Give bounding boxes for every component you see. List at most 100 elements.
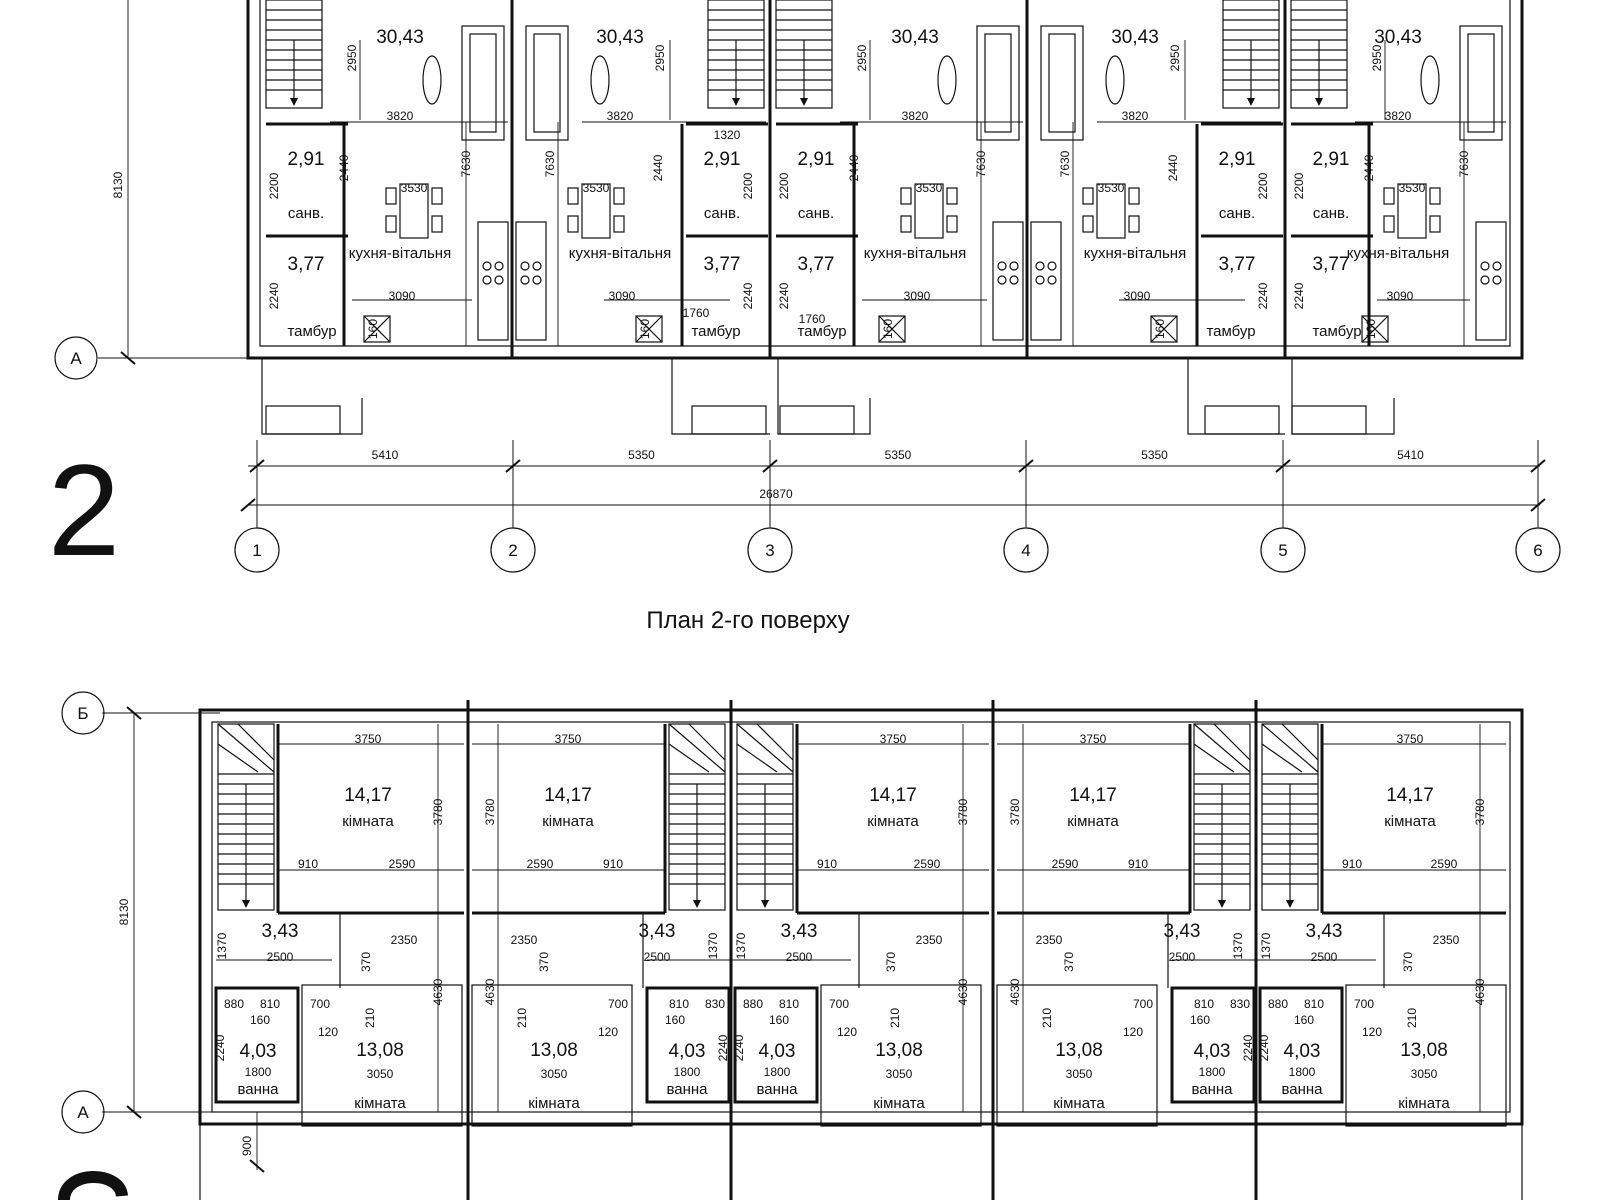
axis-label-col: 6 <box>1533 541 1542 560</box>
floor-2-units: 3750 14,17 кімната 3780 910 2590 3,43 2500 1370 2… <box>213 723 1507 1127</box>
stove-burner-icon <box>482 261 492 271</box>
mirror-icon <box>590 55 610 105</box>
label-vestibule: тамбур <box>1312 323 1361 340</box>
dim-2240: 2240 <box>732 1034 746 1061</box>
label-room1: кімната <box>1067 813 1119 830</box>
ventilation-shaft-icon <box>635 315 663 343</box>
room-walls <box>820 984 982 1127</box>
label-bath: санв. <box>288 205 324 222</box>
dim-bath-height: 2200 <box>267 172 281 199</box>
staircase-icon <box>668 723 726 911</box>
chair-icon <box>1383 187 1395 205</box>
dim-2350: 2350 <box>1433 933 1460 947</box>
stove-burner-icon <box>1035 275 1045 285</box>
dim-2590: 2590 <box>389 857 416 871</box>
dining-table-icon <box>1096 183 1126 239</box>
dim-room1-width: 3750 <box>1080 732 1107 746</box>
axis-marker-A <box>54 336 98 380</box>
area-hall: 3,43 <box>1164 921 1201 942</box>
axis-marker <box>490 527 536 573</box>
area-living: 30,43 <box>1374 27 1422 48</box>
label-vestibule: тамбур <box>287 323 336 340</box>
wardrobe-icon <box>1467 33 1495 133</box>
dim-hall-height: 1370 <box>1259 932 1273 959</box>
axis-label-col: 2 <box>508 541 517 560</box>
dim-small: 160 <box>1364 319 1378 339</box>
chair-icon <box>385 215 397 233</box>
dim-small: 160 <box>1153 319 1167 339</box>
dim-1800: 1800 <box>764 1065 791 1079</box>
dim-700: 700 <box>829 997 849 1011</box>
chair-icon <box>567 215 579 233</box>
stove-burner-icon <box>1035 261 1045 271</box>
dim-mid: 2440 <box>847 154 861 181</box>
area-bath: 4,03 <box>1194 1041 1231 1062</box>
stove-burner-icon <box>1492 261 1502 271</box>
dim-tick <box>762 459 778 473</box>
dim-hall-width: 2500 <box>267 950 294 964</box>
dim-160: 160 <box>1294 1013 1314 1027</box>
chair-icon <box>385 187 397 205</box>
dim-160: 160 <box>250 1013 270 1027</box>
dim-4630: 4630 <box>956 978 970 1005</box>
wardrobe-icon <box>469 33 497 133</box>
bath-walls <box>1170 986 1256 1104</box>
area-bath: 4,03 <box>759 1041 796 1062</box>
dim-3050: 3050 <box>886 1067 913 1081</box>
dim-wall: 3090 <box>389 289 416 303</box>
dim-910: 910 <box>298 857 318 871</box>
stove-burner-icon <box>1480 261 1490 271</box>
bath-walls <box>733 986 819 1104</box>
kitchen-counter-icon <box>1475 221 1507 341</box>
chair-icon <box>431 215 443 233</box>
dim-table: 3530 <box>401 181 428 195</box>
stove-burner-icon <box>1047 261 1057 271</box>
dim-hall-width: 2500 <box>786 950 813 964</box>
stove-burner-icon <box>1480 275 1490 285</box>
chair-icon <box>613 215 625 233</box>
label-bath: санв. <box>704 205 740 222</box>
axis-marker <box>1260 527 1306 573</box>
dim-room1-height: 3780 <box>483 798 497 825</box>
label-bath: санв. <box>798 205 834 222</box>
mirror-icon <box>1420 55 1440 105</box>
floor-1-height-dimension: 8130 <box>111 171 125 198</box>
chair-icon <box>1082 187 1094 205</box>
axis-label-col: 1 <box>252 541 261 560</box>
dim-2590: 2590 <box>527 857 554 871</box>
axis-marker <box>1515 527 1561 573</box>
chair-icon <box>1128 187 1140 205</box>
dim-table: 3530 <box>583 181 610 195</box>
dim-120: 120 <box>1362 1025 1382 1039</box>
floor-1-unit: 30,43382029503530кухня-вітальня309076302… <box>1290 0 1507 346</box>
wardrobe-icon <box>1459 25 1503 141</box>
dim-2240: 2240 <box>716 1034 730 1061</box>
axis-label-row-A2: А <box>77 1103 89 1122</box>
area-room1: 14,17 <box>544 785 592 806</box>
dim-stair: 2950 <box>653 44 667 71</box>
label-bath: ванна <box>756 1081 798 1098</box>
dim-210: 210 <box>1040 1008 1054 1028</box>
kitchen-counter-icon <box>477 221 509 341</box>
chair-icon <box>1429 215 1441 233</box>
dim-910: 910 <box>1342 857 1362 871</box>
chair-icon <box>1429 187 1441 205</box>
label-room1: кімната <box>542 813 594 830</box>
dim-small: 160 <box>366 319 380 339</box>
area-room2: 13,08 <box>875 1040 923 1061</box>
label-living: кухня-вітальня <box>864 245 966 262</box>
chair-icon <box>431 187 443 205</box>
stove-burner-icon <box>997 261 1007 271</box>
dim-extra: 1760 <box>683 306 710 320</box>
dim-living-width: 3820 <box>607 109 634 123</box>
dining-table-icon <box>399 183 429 239</box>
staircase-icon <box>1261 723 1319 911</box>
chair-icon <box>946 187 958 205</box>
dim-room1-width: 3750 <box>355 732 382 746</box>
dim-bath-height: 2200 <box>741 172 755 199</box>
room-walls <box>1345 984 1507 1127</box>
